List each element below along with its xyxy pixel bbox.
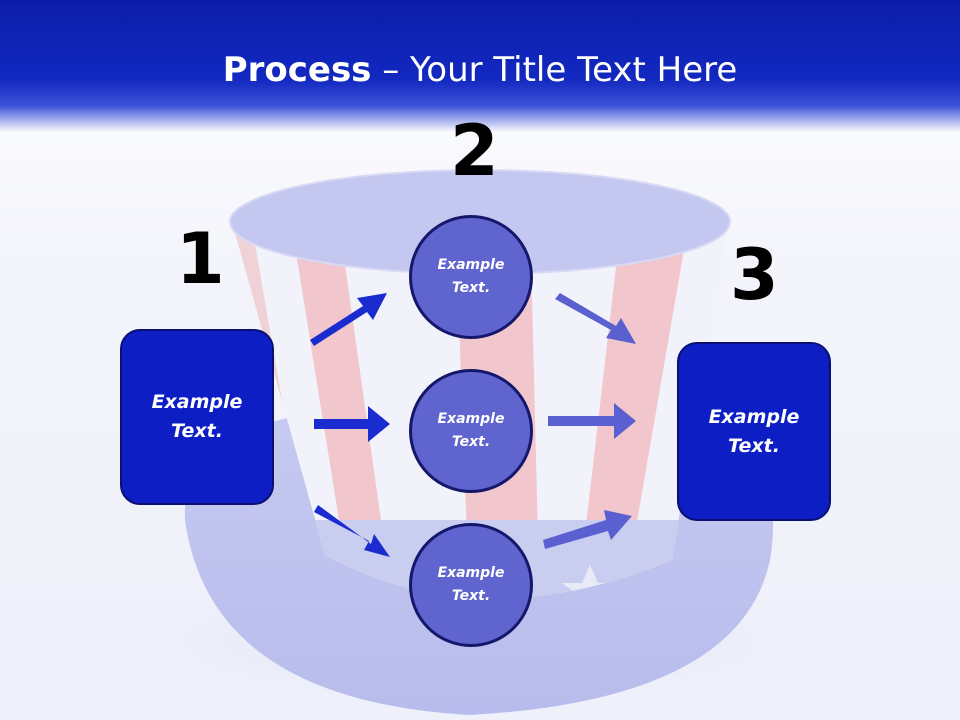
slide-title: Process – Your Title Text Here: [0, 50, 960, 90]
title-rest: – Your Title Text Here: [371, 50, 738, 90]
step-number-2: 2: [450, 110, 499, 192]
arrow-left-middle: [314, 406, 390, 442]
arrows-left: [310, 293, 390, 557]
arrow-right-top: [555, 293, 636, 344]
right-text-box[interactable]: Example Text.: [677, 342, 831, 521]
arrow-left-bottom: [314, 505, 390, 557]
arrows-right: [543, 293, 636, 549]
left-box-text: Example Text.: [151, 391, 243, 442]
arrow-right-middle: [548, 403, 636, 439]
left-text-box[interactable]: Example Text.: [120, 329, 274, 505]
step-number-1: 1: [176, 218, 225, 300]
title-bar: [0, 0, 960, 132]
title-bold: Process: [222, 50, 372, 90]
arrow-right-bottom: [543, 510, 632, 549]
circle-step-bottom[interactable]: Example Text.: [409, 523, 533, 647]
circle-step-middle[interactable]: Example Text.: [409, 369, 533, 493]
step-number-3: 3: [730, 234, 779, 316]
circle-top-text: Example Text.: [437, 257, 505, 296]
circle-bottom-text: Example Text.: [437, 565, 505, 604]
arrow-left-top: [310, 293, 387, 346]
circle-step-top[interactable]: Example Text.: [409, 215, 533, 339]
right-box-text: Example Text.: [708, 405, 800, 457]
circle-middle-text: Example Text.: [437, 411, 505, 450]
